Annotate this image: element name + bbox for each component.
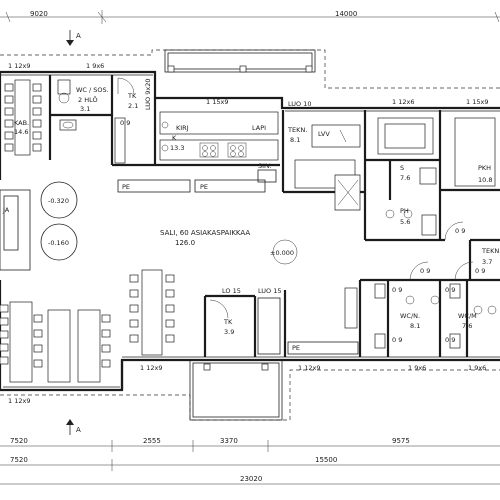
svg-text:0 9: 0 9 — [392, 336, 402, 344]
pe-2: PE — [200, 183, 208, 191]
svg-text:A: A — [76, 32, 81, 40]
lo15: LO 15 — [222, 287, 241, 295]
wc-block-fixtures — [344, 283, 497, 349]
luo15-shelf — [257, 297, 281, 355]
svg-text:0 9: 0 9 — [445, 336, 455, 344]
svg-text:1 9x6: 1 9x6 — [408, 364, 426, 372]
svg-text:1 12x9: 1 12x9 — [140, 364, 162, 372]
bottom-dimension-lines: 7520 2555 3370 9575 7520 15500 23020 — [0, 437, 500, 485]
door-marks: 0 9 0 9 0 9 0 9 0 9 0 9 0 9 0 9 — [120, 119, 485, 344]
window-labels-bottom: 1 12x9 1 12x9 1 12x9 1 9x6 1 9x6 — [8, 364, 486, 405]
svg-text:0 9: 0 9 — [392, 286, 402, 294]
wc-fixtures — [57, 79, 77, 131]
svg-text:1 12x9: 1 12x9 — [8, 397, 30, 405]
lvv: LVV — [318, 130, 330, 138]
svg-text:1 15x9: 1 15x9 — [206, 98, 228, 106]
room-tekn1-area: 8.1 — [290, 136, 300, 144]
section-mark-top: A — [66, 30, 81, 46]
room-s-area: 7.6 — [400, 174, 410, 182]
dim-7520: 7520 — [10, 437, 28, 445]
svg-text:1 12x9: 1 12x9 — [298, 364, 320, 372]
svg-text:0 9: 0 9 — [120, 119, 130, 127]
dim-9020: 9020 — [30, 10, 48, 18]
svg-text:1 12x6: 1 12x6 — [392, 98, 414, 106]
room-tekn2-area: 3.7 — [482, 258, 492, 266]
pkh-bed — [454, 117, 496, 187]
pe-3: PE — [292, 344, 300, 352]
svg-text:1 9x6: 1 9x6 — [468, 364, 486, 372]
room-tekn2-name: TEKN. — [481, 247, 500, 255]
room-s-name: S — [400, 164, 404, 172]
svg-text:0 9: 0 9 — [420, 267, 430, 275]
dim-7520-b: 7520 — [10, 456, 28, 464]
dim-9575: 9575 — [392, 437, 410, 445]
ja-area — [0, 181, 78, 271]
room-wcn-name: WC/N. — [400, 312, 420, 320]
top-dimension-line: 9020 14000 — [0, 10, 500, 24]
elev-mark: ±0.000 — [270, 249, 294, 257]
room-tk-bot-area: 3.9 — [224, 328, 234, 336]
room-tk-top-area: 2.1 — [128, 102, 138, 110]
luo-top: LUO 9x20 — [144, 79, 152, 111]
level-neg1: -0.320 — [48, 197, 69, 205]
tekn1-equipment — [294, 124, 361, 211]
luo-10: LUO 10 — [288, 100, 312, 108]
sali-tables — [0, 269, 175, 383]
svg-text:1 9x6: 1 9x6 — [86, 62, 104, 70]
interior-walls — [48, 75, 500, 357]
room-kab-name: KAB. — [14, 119, 29, 127]
room-k-name: K — [172, 134, 177, 142]
section-mark-bottom: A — [66, 419, 81, 435]
kitchen-counters — [114, 111, 279, 164]
room-ph-area: 5.6 — [400, 218, 410, 226]
fixture-kirj: KIRJ — [176, 124, 189, 132]
kab-furniture — [4, 79, 42, 156]
room-pkh-name: PKH — [478, 164, 491, 172]
room-tk-bot-name: TK — [223, 318, 233, 326]
svg-text:1 12x9: 1 12x9 — [8, 62, 30, 70]
sauna-fixtures — [377, 117, 437, 236]
room-k-area: 13.3 — [170, 144, 184, 152]
room-wc-area: 3.1 — [80, 105, 90, 113]
room-tk-top-name: TK — [127, 92, 137, 100]
level-neg2: -0.160 — [48, 239, 69, 247]
pe-1: PE — [122, 183, 130, 191]
dim-15500: 15500 — [315, 456, 337, 464]
room-siiv: SIIV. — [258, 162, 272, 170]
svg-text:0 9: 0 9 — [455, 227, 465, 235]
room-wc-name: WC / SOS. — [76, 86, 109, 94]
room-pkh-area: 10.8 — [478, 176, 492, 184]
room-wcm-name: WC/M — [458, 312, 477, 320]
pe-counters — [117, 179, 359, 355]
room-kab-area: 14.6 — [14, 128, 28, 136]
roof-outline — [0, 49, 500, 421]
dim-14000: 14000 — [335, 10, 357, 18]
canopy-bottom — [189, 359, 283, 421]
window-labels-top: 1 12x9 1 9x6 1 15x9 1 12x6 1 15x9 — [8, 62, 488, 106]
dim-2555: 2555 — [143, 437, 161, 445]
luo15: LUO 15 — [258, 287, 282, 295]
room-wcm-area: 7.6 — [462, 322, 472, 330]
room-sali-area: 126.0 — [175, 239, 195, 247]
dim-23020: 23020 — [240, 475, 262, 483]
dim-3370: 3370 — [220, 437, 238, 445]
svg-text:A: A — [76, 426, 81, 434]
svg-text:0 9: 0 9 — [445, 286, 455, 294]
svg-text:0 9: 0 9 — [475, 267, 485, 275]
room-ph-name: PH — [400, 207, 409, 215]
room-wcn-area: 8.1 — [410, 322, 420, 330]
fixture-lapi: LAPI — [252, 124, 266, 132]
room-sali-name: SALI, 60 ASIAKASPAIKKAA — [160, 229, 250, 237]
room-ja: JA — [2, 206, 10, 214]
canopy-top — [164, 49, 316, 73]
room-wc-sub: 2 HLÖ — [78, 95, 98, 104]
room-tekn1-name: TEKN. — [287, 126, 307, 134]
svg-text:1 15x9: 1 15x9 — [466, 98, 488, 106]
